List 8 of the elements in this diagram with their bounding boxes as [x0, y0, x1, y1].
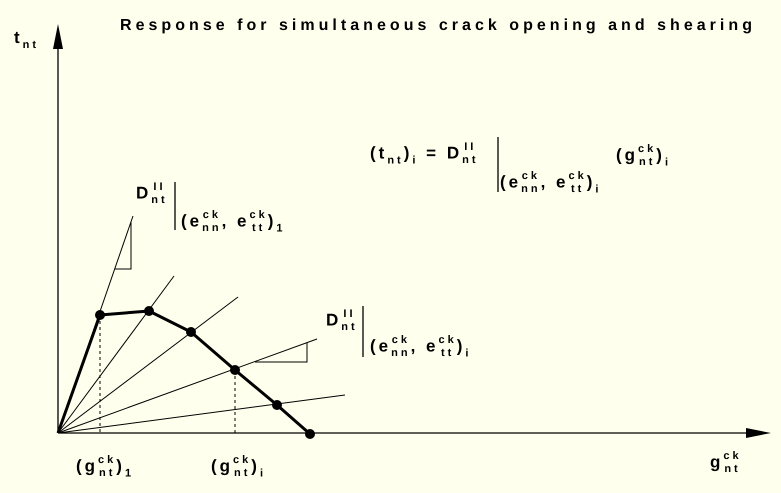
formula: (e$^{ck}$$_{nn}$, e$^{ck}$$_{tt}$)$_{i}$ — [370, 334, 472, 360]
axis-tick-label: (g$^{ck}$$_{nt}$)$_{i}$ — [211, 454, 266, 480]
formula: (e$^{ck}$$_{nn}$, e$^{ck}$$_{tt}$)$_{1}$ — [181, 208, 286, 236]
formula: (g$^{ck}$$_{nt}$)$_{i}$ — [616, 142, 672, 170]
axis-tick-label: (g$^{ck}$$_{nt}$)$_{1}$ — [76, 454, 134, 480]
axis-label: t$_{nt}$ — [14, 29, 40, 51]
chart-title: Response for simultaneous crack opening and shearing — [120, 18, 756, 34]
formula: (e$^{ck}$$_{nn}$, e$^{ck}$$_{tt}$)$_{i}$ — [500, 170, 602, 196]
